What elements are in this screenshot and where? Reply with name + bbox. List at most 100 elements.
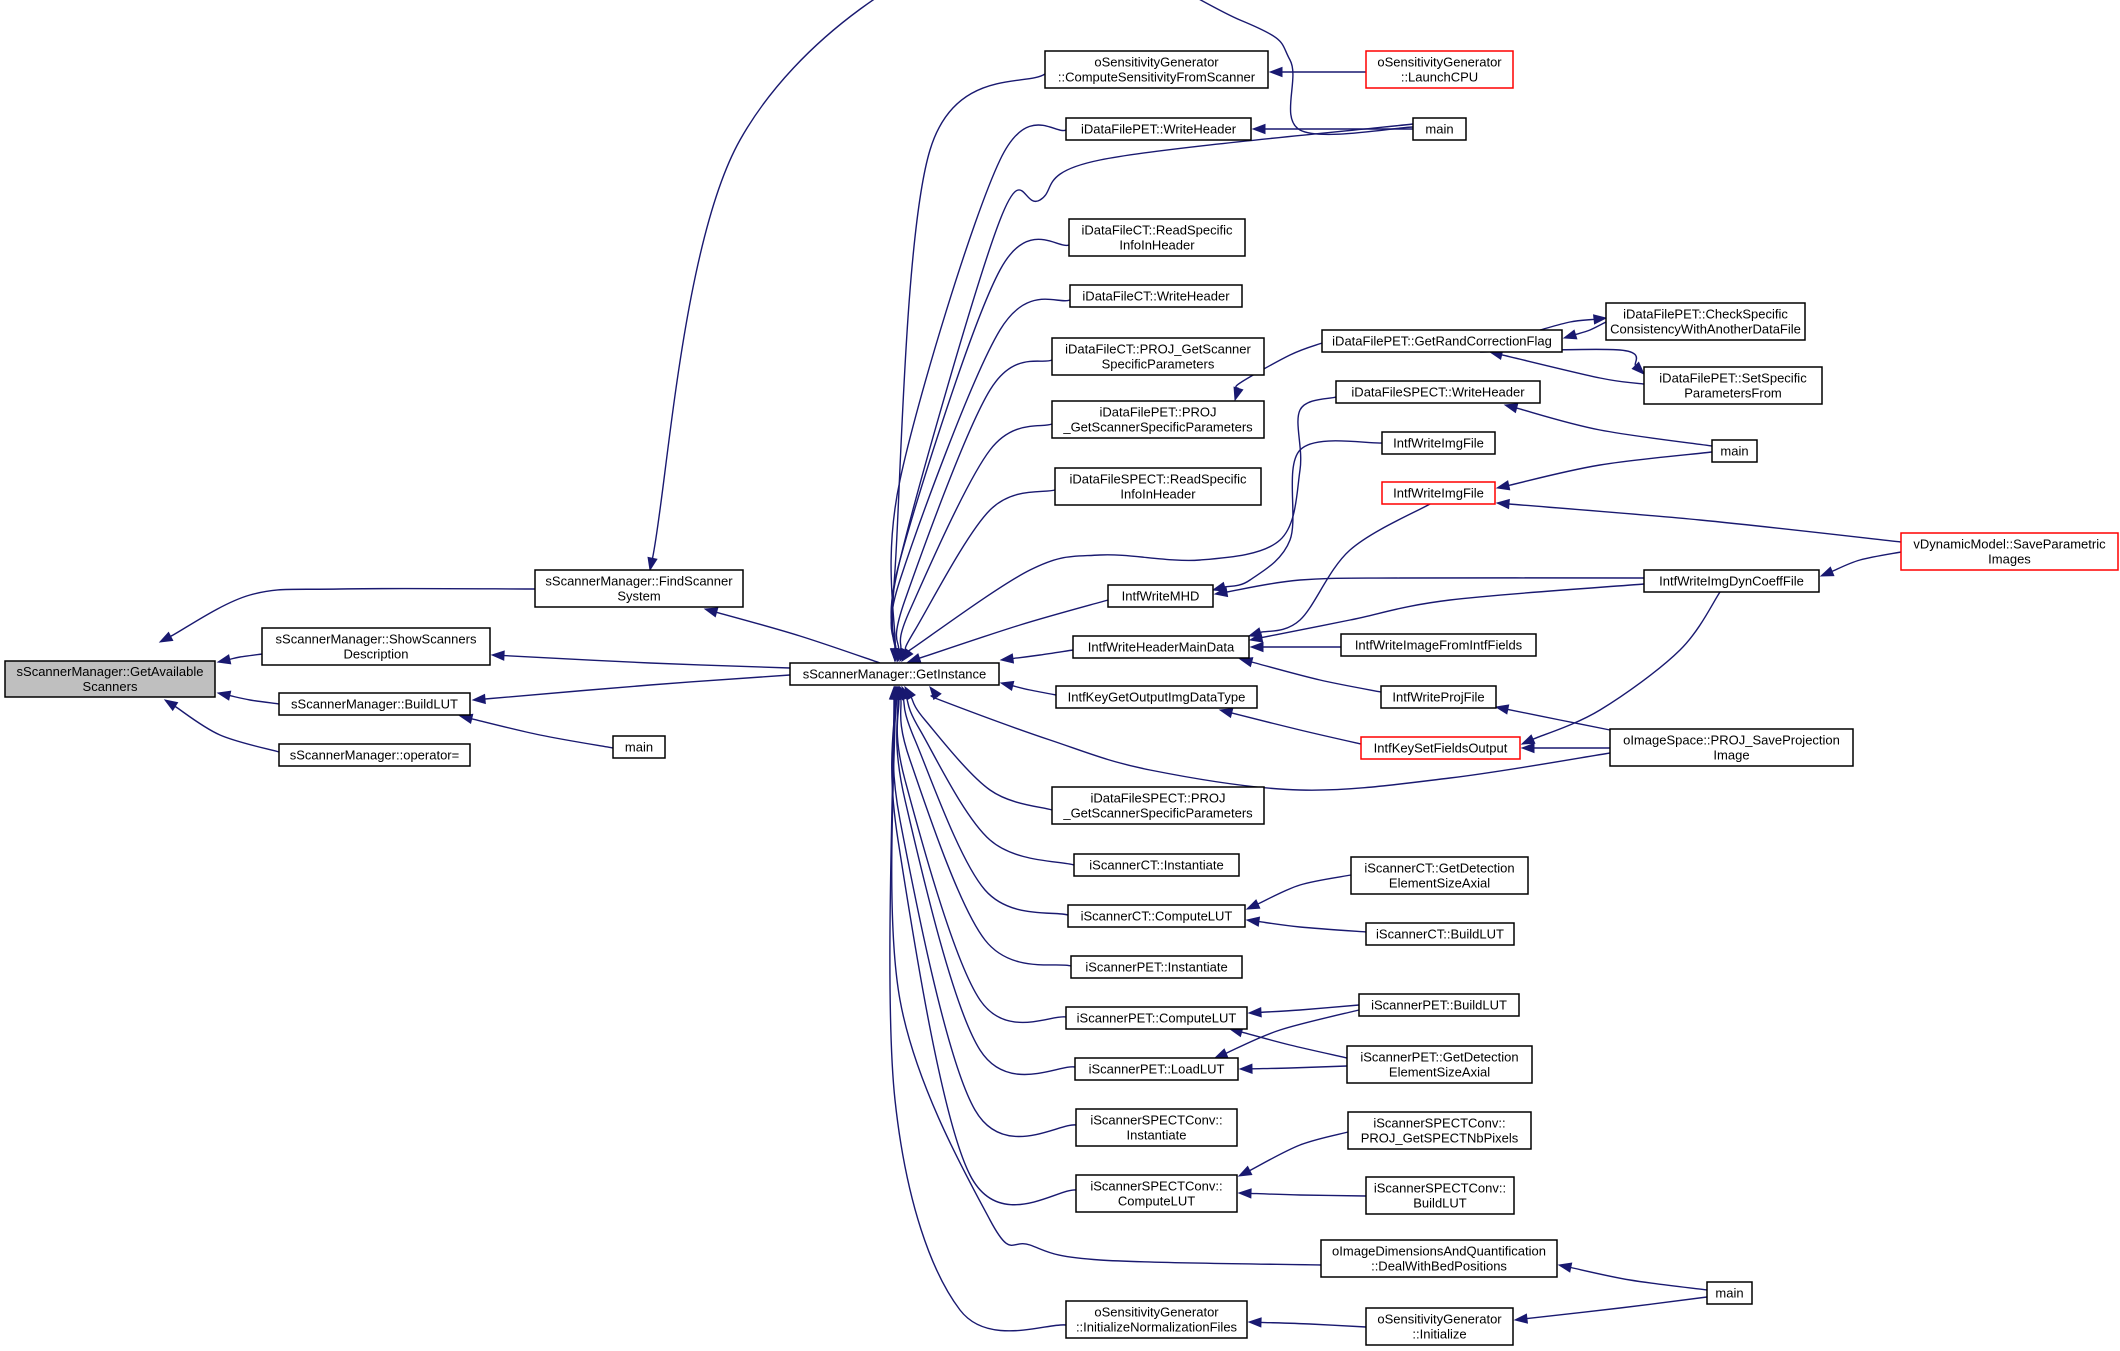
node-box: [1380, 685, 1497, 709]
node-pet-instantiate[interactable]: iScannerPET::Instantiate: [1070, 955, 1243, 979]
node-ct-writeheader[interactable]: iDataFileCT::WriteHeader: [1069, 284, 1243, 308]
node-getinstance[interactable]: sScannerManager::GetInstance: [789, 662, 1000, 686]
node-pet-loadlut[interactable]: iScannerPET::LoadLUT: [1074, 1057, 1239, 1081]
arrowhead-icon: [1592, 314, 1608, 325]
node-box: [1643, 366, 1823, 405]
node-osens-launch[interactable]: oSensitivityGenerator::LaunchCPU: [1365, 50, 1514, 89]
node-label: iScannerPET::Instantiate: [1085, 960, 1227, 975]
node-osens-initnorm[interactable]: oSensitivityGenerator::InitializeNormali…: [1065, 1300, 1248, 1339]
node-intf-dyncoeff[interactable]: IntfWriteImgDynCoeffFile: [1643, 569, 1820, 593]
node-spectconv-getnb[interactable]: iScannerSPECTConv::PROJ_GetSPECTNbPixels: [1347, 1111, 1532, 1150]
node-buildlut[interactable]: sScannerManager::BuildLUT: [278, 692, 471, 716]
node-intf-writeimgfile1[interactable]: IntfWriteImgFile: [1381, 431, 1496, 455]
edge-line: [1012, 649, 1074, 660]
node-box: [261, 627, 491, 666]
edge-line: [1224, 440, 1383, 588]
node-label: Image: [1713, 748, 1749, 763]
edge-line: [1260, 503, 1431, 634]
node-label: IntfKeyGetOutputImgDataType: [1068, 690, 1246, 705]
node-label: sScannerManager::GetAvailable: [17, 664, 204, 679]
node-box: [1065, 1300, 1248, 1339]
node-spect-proj[interactable]: iDataFileSPECT::PROJ_GetScannerSpecificP…: [1051, 786, 1265, 825]
edge-ct-buildlut-to-ct-computelut: [1245, 916, 1367, 933]
edge-oimage-saveproj-to-getinstance: [929, 685, 1611, 791]
node-ct-computelut[interactable]: iScannerCT::ComputeLUT: [1067, 904, 1246, 928]
node-label: sScannerManager::ShowScanners: [276, 632, 477, 647]
arrowhead-icon: [1245, 916, 1261, 927]
node-box: [1605, 302, 1806, 341]
node-label: oImageDimensionsAndQuantification: [1332, 1244, 1546, 1259]
node-box: [1365, 50, 1514, 89]
node-intf-writeproj[interactable]: IntfWriteProjFile: [1380, 685, 1497, 709]
edge-oimage-saveproj-to-intf-writeproj: [1494, 704, 1611, 731]
arrowhead-icon: [490, 650, 505, 661]
node-ct-buildlut[interactable]: iScannerCT::BuildLUT: [1365, 922, 1515, 946]
node-spectconv-computelut[interactable]: iScannerSPECTConv::ComputeLUT: [1075, 1174, 1238, 1213]
edge-line: [930, 695, 1611, 791]
node-operator[interactable]: sScannerManager::operator=: [278, 743, 471, 767]
node-osens-compute[interactable]: oSensitivityGenerator::ComputeSensitivit…: [1044, 50, 1269, 89]
node-spectconv-buildlut[interactable]: iScannerSPECTConv::BuildLUT: [1365, 1176, 1515, 1215]
node-box: [1412, 117, 1467, 141]
edge-osens-compute-to-getinstance: [889, 73, 1046, 663]
node-pet-writeheader[interactable]: iDataFilePET::WriteHeader: [1065, 117, 1252, 141]
node-label: ElementSizeAxial: [1389, 1065, 1490, 1080]
edge-spectconv-computelut-to-getinstance: [890, 685, 1077, 1206]
node-box: [1320, 1239, 1558, 1278]
node-osens-initialize[interactable]: oSensitivityGenerator::Initialize: [1365, 1307, 1514, 1346]
node-label: InfoInHeader: [1119, 238, 1195, 253]
node-intfkey-getoutput[interactable]: IntfKeyGetOutputImgDataType: [1055, 685, 1258, 709]
node-box: [1381, 481, 1496, 505]
arrowhead-icon: [1233, 386, 1244, 402]
edge-line: [1251, 661, 1382, 693]
node-main-top[interactable]: main: [1412, 117, 1467, 141]
node-intf-writemhd[interactable]: IntfWriteMHD: [1107, 584, 1214, 608]
node-main-mid[interactable]: main: [1711, 439, 1758, 463]
node-intf-writeheadermain[interactable]: IntfWriteHeaderMainData: [1072, 635, 1250, 659]
node-pet-getdetection[interactable]: iScannerPET::GetDetectionElementSizeAxia…: [1346, 1045, 1533, 1084]
node-main-buildlut[interactable]: main: [612, 735, 666, 759]
edge-line: [902, 698, 1069, 916]
node-box: [1065, 117, 1252, 141]
node-pet-buildlut[interactable]: iScannerPET::BuildLUT: [1358, 993, 1520, 1017]
node-ct-instantiate[interactable]: iScannerCT::Instantiate: [1073, 853, 1240, 877]
node-label: iDataFilePET::PROJ: [1099, 405, 1216, 420]
edge-line: [484, 674, 791, 700]
node-spectconv-instantiate[interactable]: iScannerSPECTConv::Instantiate: [1075, 1108, 1238, 1147]
node-spect-writeheader[interactable]: iDataFileSPECT::WriteHeader: [1335, 380, 1541, 404]
edge-main-top-to-findscanner: [647, 0, 1414, 572]
node-label: main: [1720, 444, 1748, 459]
node-pet-proj[interactable]: iDataFilePET::PROJ_GetScannerSpecificPar…: [1051, 400, 1265, 439]
edge-intf-dyncoeff-to-intfkey-setfields: [1520, 591, 1721, 745]
node-oimagedim-deal[interactable]: oImageDimensionsAndQuantification::DealW…: [1320, 1239, 1558, 1278]
edge-getinstance-to-buildlut: [471, 674, 791, 705]
edge-main-mid-to-intf-writeimgfile2: [1495, 451, 1713, 491]
edge-line: [910, 696, 1053, 811]
node-main-bottom[interactable]: main: [1706, 1281, 1753, 1305]
node-intfkey-setfields[interactable]: IntfKeySetFieldsOutput: [1360, 736, 1521, 760]
node-pet-getrand[interactable]: iDataFilePET::GetRandCorrectionFlag: [1321, 329, 1563, 353]
node-pet-checkspecific[interactable]: iDataFilePET::CheckSpecificConsistencyWi…: [1605, 302, 1806, 341]
node-box: [1069, 284, 1243, 308]
node-intf-writeimgfile2[interactable]: IntfWriteImgFile: [1381, 481, 1496, 505]
arrowhead-icon: [1495, 498, 1510, 510]
edge-pet-getrand-to-pet-setspecific: [1479, 348, 1646, 376]
edge-osens-launch-to-osens-compute: [1268, 66, 1366, 78]
node-label: Description: [343, 647, 408, 662]
node-ct-proj[interactable]: iDataFileCT::PROJ_GetScannerSpecificPara…: [1051, 337, 1265, 376]
edge-line: [1570, 1266, 1708, 1291]
node-label: iDataFileCT::ReadSpecific: [1081, 223, 1233, 238]
edge-line: [891, 698, 1077, 1206]
node-box: [1350, 856, 1529, 895]
node-intf-imagefromfields[interactable]: IntfWriteImageFromIntfFields: [1340, 633, 1537, 657]
node-pet-computelut[interactable]: iScannerPET::ComputeLUT: [1065, 1006, 1248, 1030]
